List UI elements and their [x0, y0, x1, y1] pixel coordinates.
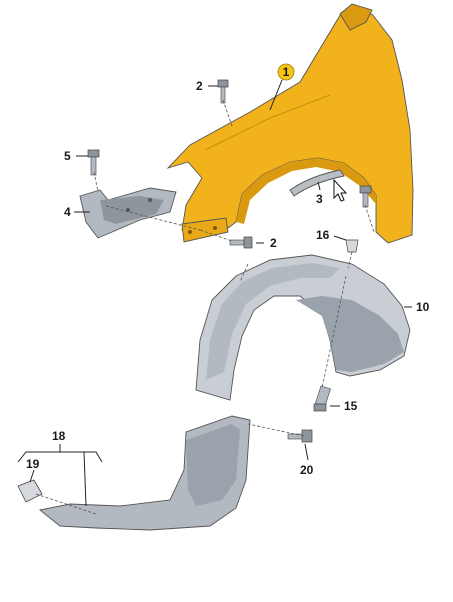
fender-front-tab: [181, 217, 229, 243]
mouse-pointer-icon: [333, 178, 348, 202]
bracket-face: [100, 196, 164, 224]
fender-hole: [188, 230, 192, 234]
callout-16: 16: [316, 228, 330, 242]
assembly-lines: [35, 99, 375, 515]
screw-20: [287, 429, 313, 443]
callout-20: 20: [300, 463, 314, 477]
nut-clip-19: [17, 479, 43, 503]
lower-splash-guard: [38, 415, 251, 531]
fender-bracket: [79, 187, 177, 239]
bolt-5: [87, 149, 100, 176]
callout-15: 15: [344, 399, 358, 413]
liner-rim: [206, 263, 340, 380]
screw-15: [313, 385, 331, 412]
wheel-housing-liner: [195, 254, 411, 401]
callout-2-lower: 2: [270, 236, 277, 250]
callout-5: 5: [64, 149, 71, 163]
fender-crease: [204, 94, 331, 151]
callout-labels: 1 2 2 3 4 5 10 15 16 18 19 20: [26, 63, 430, 477]
callout-19: 19: [26, 457, 40, 471]
clip-16: [345, 239, 359, 253]
liner-inner: [296, 296, 404, 372]
fender-wheel-arch-lip: [236, 158, 376, 224]
front-fender: [166, 3, 414, 244]
callout-4: 4: [64, 205, 71, 219]
guard-inner: [186, 424, 240, 506]
callout-2-top: 2: [196, 79, 203, 93]
bolt-2-top: [217, 79, 229, 104]
fender-top-flange: [339, 3, 373, 31]
callout-10: 10: [416, 300, 430, 314]
leader-lines: [17, 79, 412, 507]
callout-3: 3: [316, 192, 323, 206]
callout-1: 1: [283, 65, 290, 79]
bracket-hole: [148, 198, 152, 202]
badge-1: [277, 63, 295, 81]
arch-trim-strip: [289, 169, 345, 197]
fender-body: [166, 11, 414, 244]
callout-18: 18: [52, 429, 66, 443]
bolt-2-lower: [229, 236, 253, 249]
fender-hole: [213, 226, 217, 230]
